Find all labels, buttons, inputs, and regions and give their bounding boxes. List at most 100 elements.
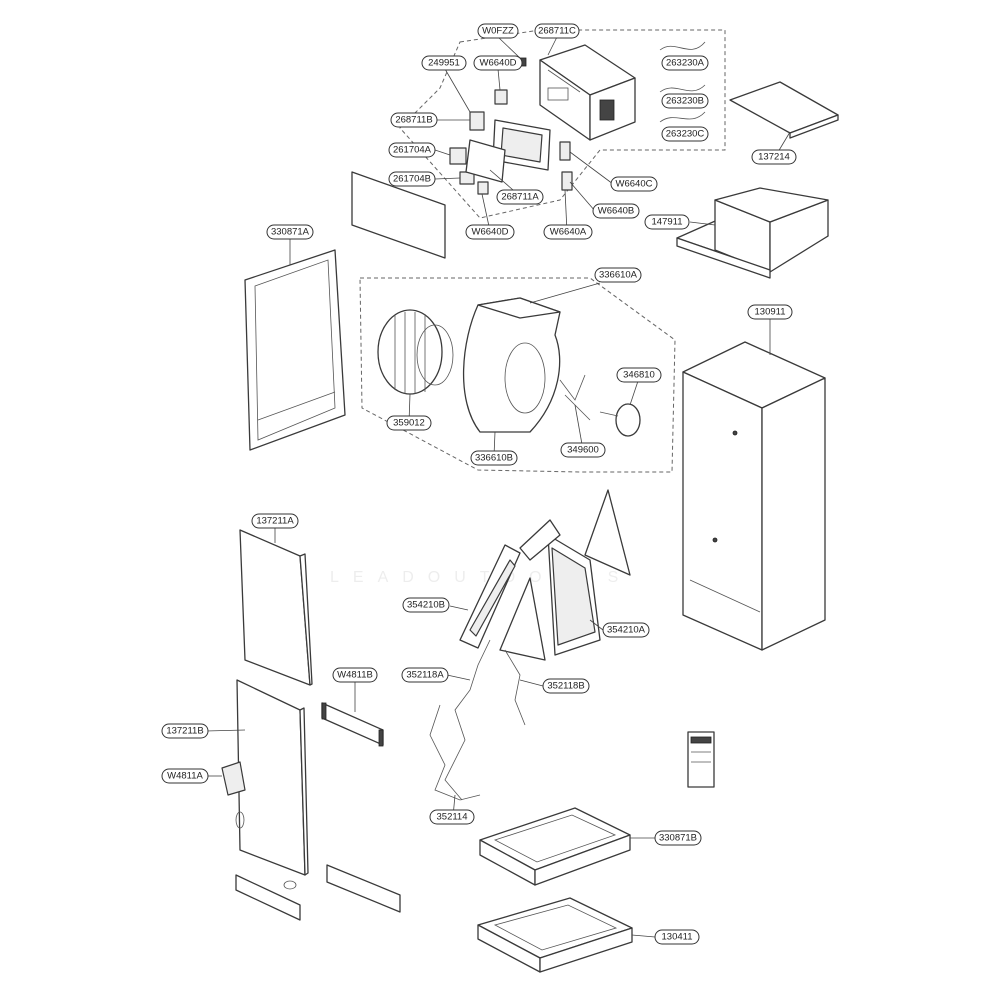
svg-text:W6640D: W6640D (480, 58, 517, 69)
transformer-261704a (449, 147, 467, 165)
refrigerant-tubing (429, 639, 526, 801)
svg-text:359012: 359012 (393, 418, 425, 429)
svg-text:137214: 137214 (758, 152, 790, 163)
label-352114: 352114 (429, 809, 475, 825)
svg-text:336610B: 336610B (475, 453, 513, 464)
svg-text:354210B: 354210B (407, 600, 445, 611)
coil-delta-plate (499, 577, 546, 661)
svg-text:W6640D: W6640D (472, 227, 509, 238)
front-panel-137211b (235, 679, 309, 890)
label-w6640d-top: W6640D (473, 55, 523, 71)
label-w0fzz: W0FZZ (477, 23, 519, 39)
blower-group-outline (359, 277, 676, 473)
tube-352114 (429, 704, 481, 801)
svg-text:W4811B: W4811B (337, 670, 373, 681)
label-352118b: 352118B (542, 678, 590, 694)
label-263230a: 263230A (661, 55, 709, 71)
svg-text:330871A: 330871A (271, 227, 310, 238)
rating-plate (687, 731, 715, 788)
label-147911: 147911 (644, 214, 690, 230)
label-354210b: 354210B (402, 597, 450, 613)
svg-text:130411: 130411 (662, 932, 693, 943)
label-w6640c: W6640C (610, 176, 658, 192)
wire-263230b (659, 84, 706, 93)
label-137214: 137214 (751, 149, 797, 165)
label-330871a: 330871A (266, 224, 314, 240)
base-tray-130411 (477, 897, 633, 973)
label-354210a: 354210A (602, 622, 650, 638)
svg-text:330871B: 330871B (659, 833, 697, 844)
svg-text:137211A: 137211A (256, 516, 294, 527)
label-130411: 130411 (654, 929, 700, 945)
svg-text:W6640B: W6640B (598, 206, 634, 217)
relay-268711b (469, 111, 485, 131)
label-268711c: 268711C (534, 23, 580, 39)
svg-text:W6640C: W6640C (616, 179, 653, 190)
svg-text:W4811A: W4811A (167, 771, 203, 782)
label-268711b: 268711B (390, 112, 438, 128)
svg-text:147911: 147911 (652, 217, 683, 228)
label-w6640a: W6640A (543, 224, 593, 240)
svg-text:W0FZZ: W0FZZ (482, 26, 514, 37)
drain-pan-147911 (676, 187, 829, 279)
watermark: LEADOUTDOORS (330, 569, 632, 586)
label-263230c: 263230C (661, 126, 709, 142)
w6640d-top-connector (494, 89, 508, 105)
filter-frame-330871a (244, 249, 346, 451)
cabinet-130911 (682, 341, 826, 651)
svg-text:130911: 130911 (755, 307, 786, 318)
label-263230b: 263230B (661, 93, 709, 109)
label-137211b: 137211B (161, 723, 209, 739)
wire-263230a (659, 41, 706, 51)
label-346810: 346810 (616, 367, 662, 383)
side-panel-137211a (239, 529, 313, 686)
svg-text:352118A: 352118A (406, 670, 444, 681)
label-130911: 130911 (747, 304, 793, 320)
svg-text:352118B: 352118B (547, 681, 584, 692)
connector-w6640d-bottom (477, 181, 489, 195)
bottom-rail-right (326, 864, 401, 913)
label-w4811a: W4811A (161, 768, 209, 784)
blower-housing (462, 297, 561, 433)
label-336610a: 336610A (594, 267, 642, 283)
label-249951: 249951 (421, 55, 467, 71)
svg-text:261704B: 261704B (393, 174, 431, 185)
svg-text:W6640A: W6640A (550, 227, 587, 238)
label-336610b: 336610B (470, 450, 518, 466)
label-w6640d-bottom: W6640D (465, 224, 515, 240)
motor-mount (559, 374, 591, 421)
svg-text:268711B: 268711B (395, 115, 432, 126)
svg-text:336610A: 336610A (599, 270, 638, 281)
label-349600: 349600 (560, 442, 606, 458)
svg-text:263230C: 263230C (666, 129, 705, 140)
label-137211a: 137211A (251, 513, 299, 529)
svg-text:349600: 349600 (567, 445, 599, 456)
svg-text:263230A: 263230A (666, 58, 705, 69)
coil-assembly (459, 489, 631, 661)
bracket-w4811b (321, 702, 384, 747)
label-330871b: 330871B (654, 830, 702, 846)
tube-352118b (504, 649, 526, 726)
svg-text:249951: 249951 (428, 58, 460, 69)
plate-w4811a (221, 761, 246, 796)
wire-263230c (659, 111, 706, 123)
bottom-rail-left (235, 874, 301, 921)
svg-text:263230B: 263230B (666, 96, 704, 107)
label-359012: 359012 (386, 415, 432, 431)
control-box-housing (539, 44, 636, 141)
svg-text:346810: 346810 (623, 370, 655, 381)
label-w6640b: W6640B (592, 203, 640, 219)
label-w4811b: W4811B (332, 667, 378, 683)
label-352118a: 352118A (401, 667, 449, 683)
svg-text:352114: 352114 (437, 812, 468, 823)
svg-text:354210A: 354210A (607, 625, 646, 636)
blower-group (359, 277, 676, 473)
connector-w6640c (559, 141, 571, 161)
svg-text:261704A: 261704A (393, 145, 432, 156)
svg-text:137211B: 137211B (166, 726, 203, 737)
label-261704a: 261704A (388, 142, 436, 158)
control-box-group (399, 29, 726, 219)
leader-lines (205, 36, 791, 938)
tube-352118a (444, 639, 491, 801)
